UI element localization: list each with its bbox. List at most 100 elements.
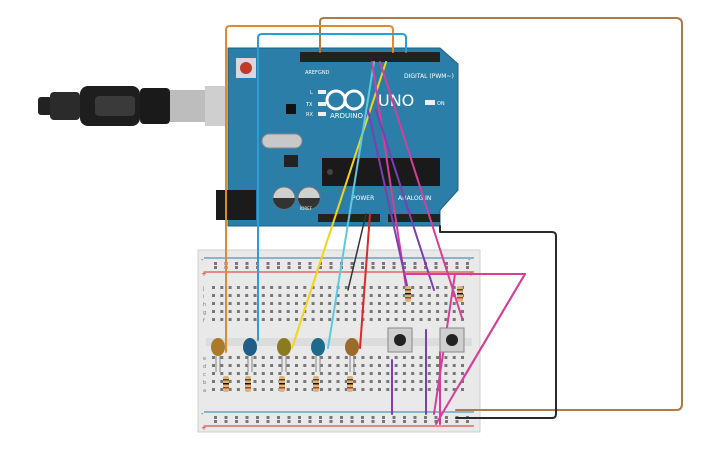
breadboard-hole — [411, 380, 415, 383]
rail-hole — [235, 416, 238, 419]
resistor — [313, 376, 319, 392]
breadboard-hole — [270, 318, 274, 321]
breadboard-hole — [402, 364, 406, 367]
breadboard-hole — [311, 356, 315, 359]
breadboard-hole — [286, 294, 290, 297]
rail-minus-top: - — [201, 256, 204, 264]
breadboard-hole — [369, 372, 373, 375]
breadboard-hole — [220, 302, 224, 305]
rail-hole — [319, 266, 322, 269]
breadboard-hole — [436, 294, 440, 297]
breadboard-hole — [286, 310, 290, 313]
wire-blue — [257, 33, 407, 341]
breadboard-hole — [212, 380, 215, 383]
usb-cable — [38, 86, 227, 126]
rail-hole — [434, 416, 438, 419]
breadboard-hole — [336, 372, 340, 375]
rail-hole — [308, 266, 312, 269]
breadboard-hole — [212, 372, 215, 375]
breadboard-hole — [436, 380, 440, 383]
rail-hole — [308, 262, 312, 265]
breadboard-hole — [228, 380, 232, 383]
rail-hole — [466, 266, 469, 269]
breadboard-hole — [278, 294, 282, 297]
rail-hole — [371, 416, 375, 419]
breadboard-hole — [411, 372, 415, 375]
breadboard-hole — [461, 302, 464, 305]
breadboard-hole — [236, 286, 240, 289]
breadboard-hole — [311, 286, 315, 289]
breadboard-hole — [278, 302, 282, 305]
breadboard-hole — [303, 364, 307, 367]
breadboard-hole — [386, 302, 390, 305]
rail-hole — [277, 262, 280, 265]
rail-hole — [403, 262, 406, 265]
breadboard-hole — [369, 356, 373, 359]
breadboard-hole — [361, 364, 365, 367]
rail-hole — [214, 420, 217, 423]
breadboard-hole — [378, 286, 381, 289]
push-buttons[interactable] — [387, 327, 465, 353]
breadboard-hole — [286, 380, 290, 383]
led-blue — [243, 338, 257, 372]
wire-cyan — [327, 61, 375, 349]
breadboard-hole — [261, 388, 265, 391]
breadboard-hole — [253, 302, 257, 305]
breadboard-hole — [311, 372, 315, 375]
breadboard-hole — [336, 364, 340, 367]
breadboard-hole — [303, 318, 307, 321]
breadboard-hole — [369, 286, 373, 289]
breadboard-hole — [228, 388, 232, 391]
breadboard-hole — [361, 380, 365, 383]
rail-hole — [434, 266, 438, 269]
rail-hole — [277, 266, 280, 269]
breadboard-hole — [369, 364, 373, 367]
breadboard-hole — [344, 372, 348, 375]
breadboard-hole — [419, 364, 423, 367]
row-letter: f — [203, 318, 205, 324]
rail-hole — [455, 420, 459, 423]
rail-hole — [466, 420, 469, 423]
breadboard-hole — [444, 356, 448, 359]
rail-hole — [382, 266, 385, 269]
rail-hole — [466, 262, 469, 265]
breadboard-hole — [336, 356, 340, 359]
breadboard-hole — [303, 356, 307, 359]
rail-hole — [455, 262, 459, 265]
breadboard-hole — [369, 310, 373, 313]
resistor — [279, 376, 285, 392]
breadboard-hole — [212, 388, 215, 391]
arduino-uno-board[interactable]: DIGITAL (PWM~) AREF GND ARDUINO UNO ON T… — [216, 47, 459, 227]
breadboard-hole — [394, 356, 398, 359]
breadboard-hole — [444, 380, 448, 383]
breadboard-hole — [286, 356, 290, 359]
led-yellow — [277, 338, 291, 372]
resistor — [405, 286, 411, 302]
breadboard-hole — [411, 364, 415, 367]
breadboard-hole — [245, 294, 249, 297]
breadboard-hole — [228, 318, 232, 321]
breadboard-hole — [253, 286, 257, 289]
center-channel — [206, 338, 472, 346]
breadboard-hole — [427, 302, 431, 305]
rail-hole — [413, 262, 417, 265]
leds[interactable] — [211, 338, 359, 372]
rx-label: RX — [306, 112, 313, 118]
breadboard-hole — [444, 388, 448, 391]
breadboard-hole — [411, 286, 415, 289]
rail-hole — [424, 266, 427, 269]
breadboard-hole — [286, 286, 290, 289]
breadboard-hole — [212, 318, 215, 321]
breadboard-hole — [444, 286, 448, 289]
breadboard-hole — [461, 372, 464, 375]
breadboard-hole — [353, 372, 357, 375]
breadboard-hole — [419, 302, 423, 305]
breadboard-hole — [361, 388, 365, 391]
breadboard-hole — [220, 388, 224, 391]
small-chip — [286, 104, 296, 114]
breadboard-hole — [328, 318, 332, 321]
breadboard-hole — [295, 302, 298, 305]
rail-hole — [392, 266, 396, 269]
breadboard-hole — [270, 356, 274, 359]
breadboard-hole — [386, 364, 390, 367]
